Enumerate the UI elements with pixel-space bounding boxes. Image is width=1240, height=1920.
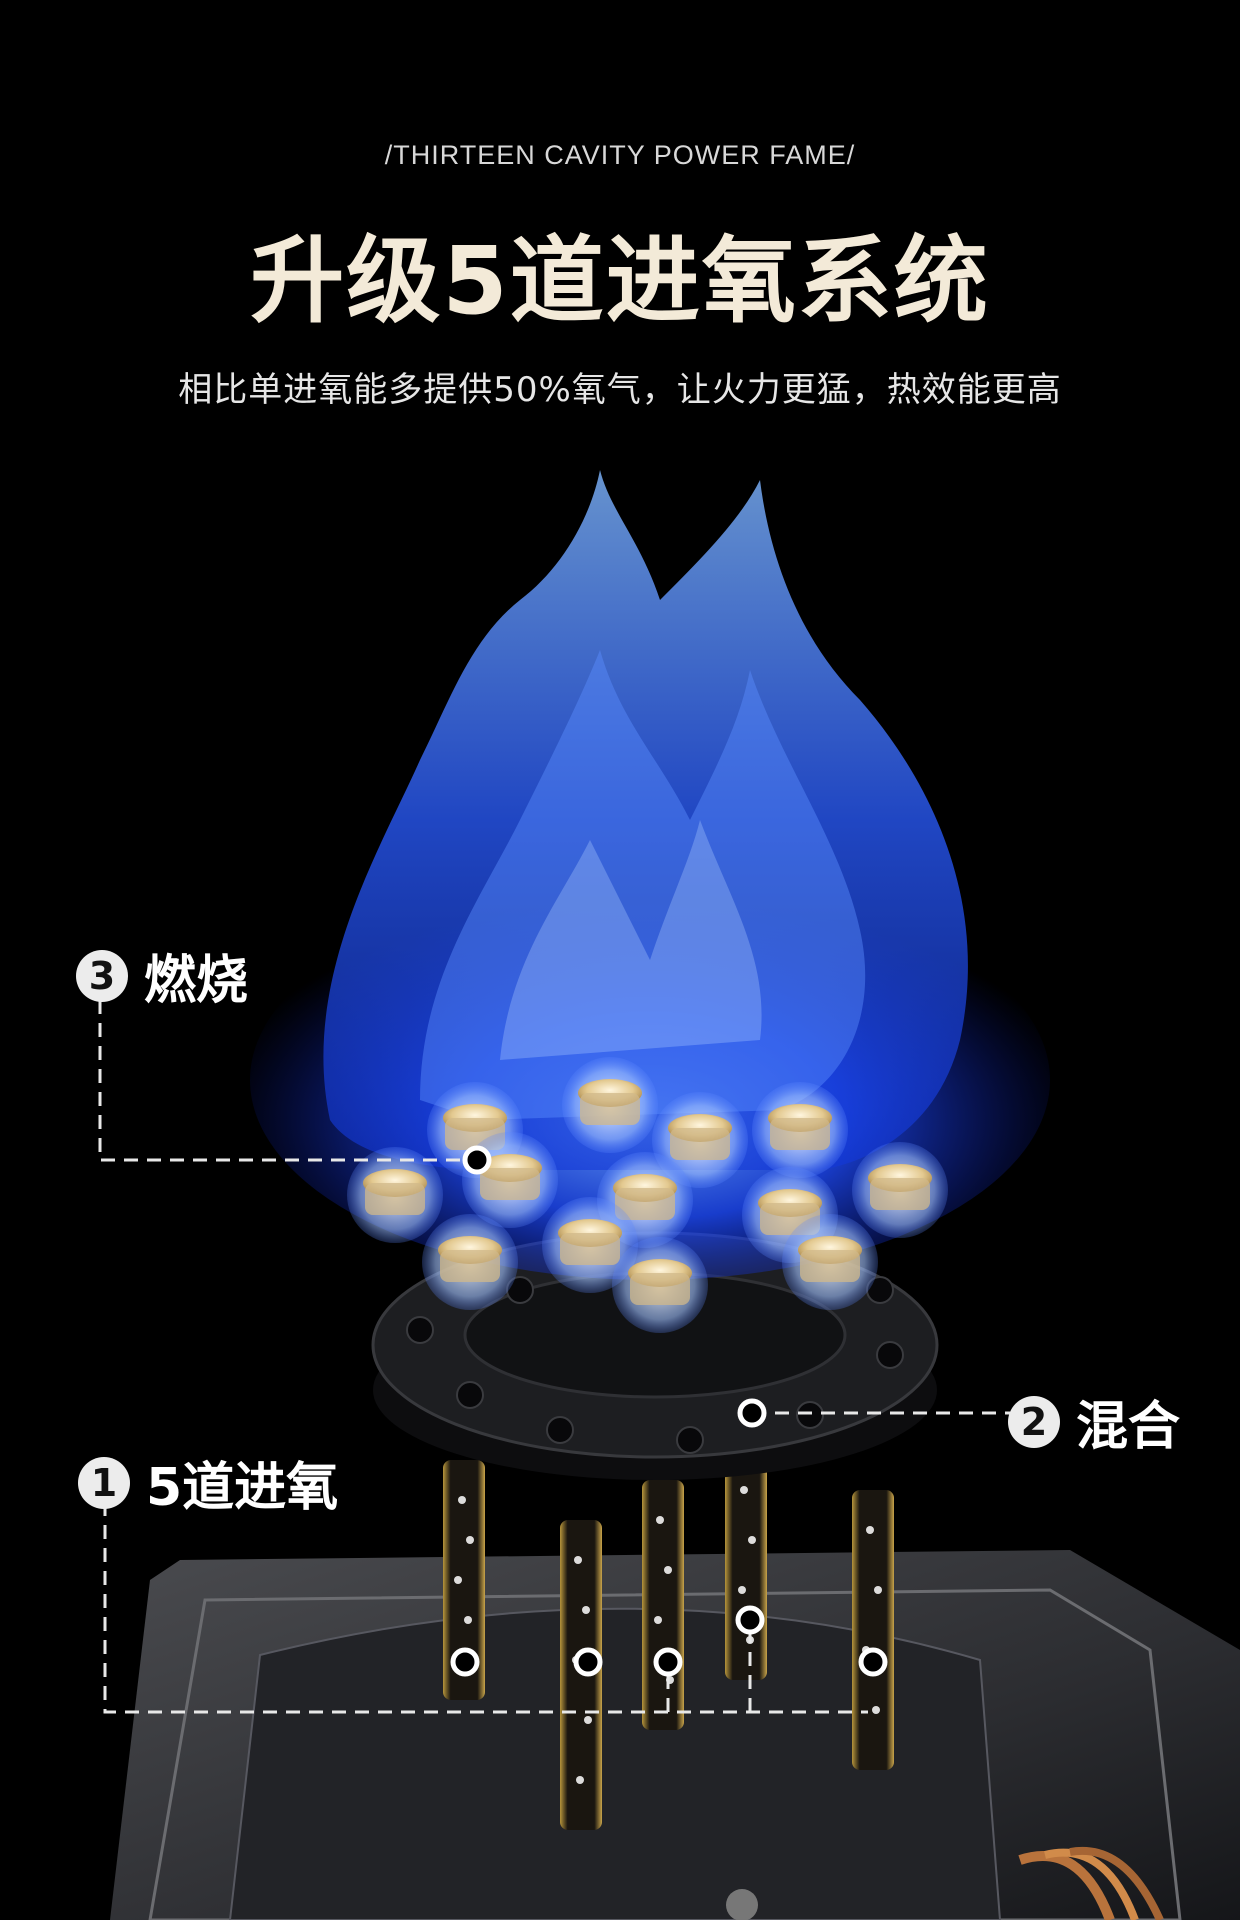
english-subtitle: /THIRTEEN CAVITY POWER FAME/ <box>384 140 856 170</box>
step-badge: 2 <box>1008 1395 1060 1448</box>
callout-dots <box>450 1145 888 1677</box>
step-badge: 3 <box>76 949 128 1002</box>
annotation-oxygen: 1 5道进氧 <box>78 1445 338 1520</box>
annotation-mix: 2 混合 <box>1008 1384 1180 1459</box>
screw-icon <box>726 1889 758 1920</box>
page-description: 相比单进氧能多提供50%氧气，让火力更猛，热效能更高 <box>178 370 1062 410</box>
annotation-label: 混合 <box>1076 1397 1181 1457</box>
annotation-burn: 3 燃烧 <box>76 938 248 1013</box>
stove-plate <box>110 1550 1240 1920</box>
copper-wires-icon <box>1018 1846 1164 1920</box>
flame-icon <box>250 470 1050 1280</box>
annotation-label: 燃烧 <box>144 951 249 1011</box>
annotation-label: 5道进氧 <box>146 1458 339 1518</box>
page-title: 升级5道进氧系统 <box>250 227 990 336</box>
burner-head-icon <box>347 1057 948 1333</box>
callout-lines <box>98 1000 1010 1714</box>
step-badge: 1 <box>78 1456 130 1509</box>
